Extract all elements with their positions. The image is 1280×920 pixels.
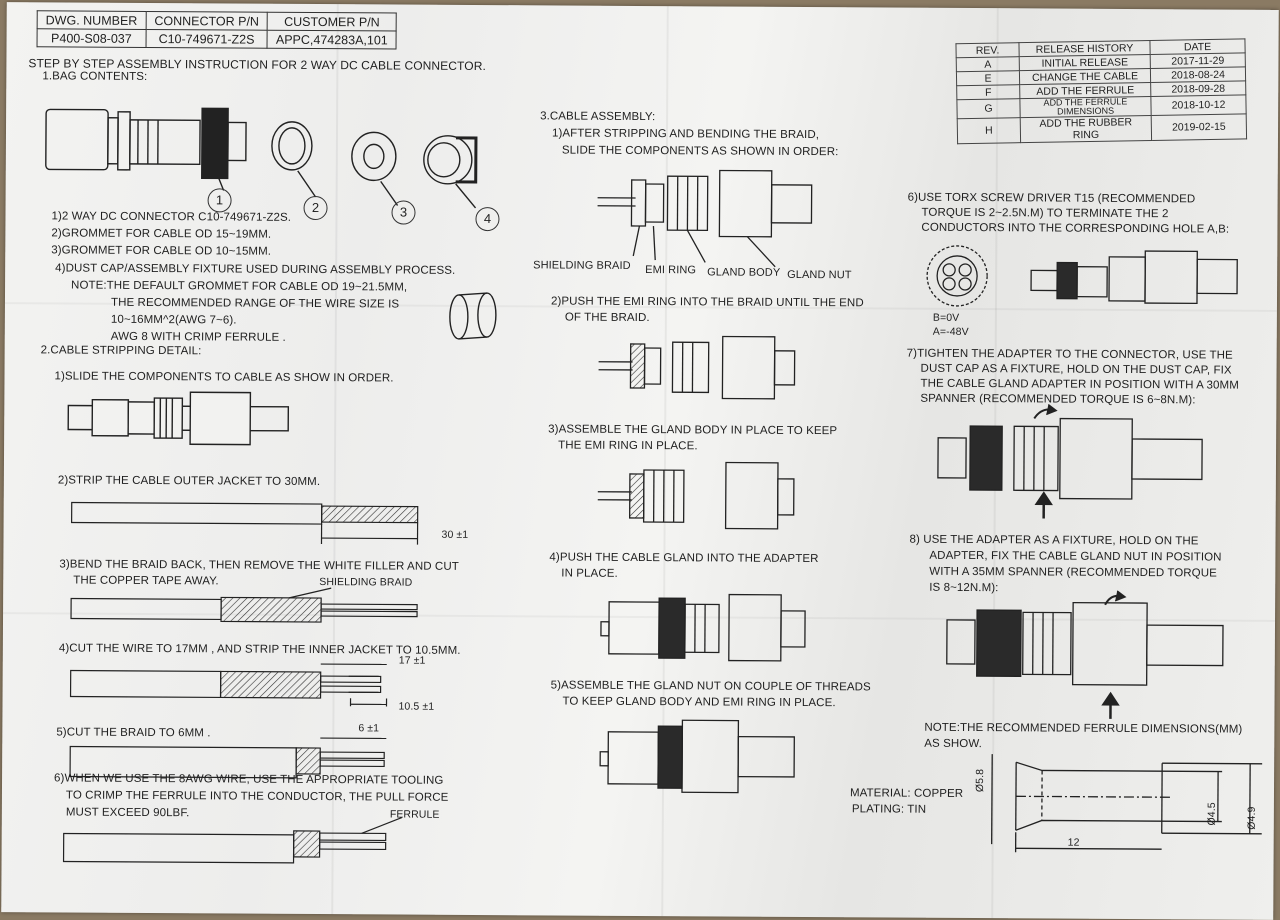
label-b-0v: B=0V [933, 312, 959, 324]
right-step-6b: TORQUE IS 2~2.5N.M) TO TERMINATE THE 2 [921, 207, 1168, 221]
label-gland-body: GLAND BODY [707, 266, 780, 278]
assembly-step-4a: 4)PUSH THE CABLE GLAND INTO THE ADAPTER [549, 551, 818, 565]
assembly-step3-illustration [596, 458, 796, 535]
header-label-dwg: DWG. NUMBER [37, 11, 146, 30]
label-shielding-braid: SHIELDING BRAID [533, 259, 631, 272]
strip-step4-illustration [68, 661, 408, 713]
assembly-step-3b: THE EMI RING IN PLACE. [558, 439, 698, 452]
assembly-step-1b: SLIDE THE COMPONENTS AS SHOWN IN ORDER: [562, 145, 839, 159]
strip-step-3a: 3)BEND THE BRAID BACK, THEN REMOVE THE W… [59, 558, 459, 572]
label-gland-nut: GLAND NUT [787, 269, 852, 281]
bag-item-1: 1)2 WAY DC CONNECTOR C10-749671-Z2S. [51, 210, 291, 223]
assembly-step4-illustration [599, 588, 809, 669]
assembly-step-4b: IN PLACE. [561, 568, 618, 580]
strip-step3-illustration [69, 591, 429, 633]
assembly-step1-illustration [595, 164, 815, 245]
bag-note-4: AWG 8 WITH CRIMP FERRULE . [111, 331, 286, 344]
part-number-1: 1 [208, 188, 232, 212]
default-grommet-illustration [447, 291, 507, 347]
bag-note-2: THE RECOMMENDED RANGE OF THE WIRE SIZE I… [111, 297, 399, 311]
drawing-header-table: DWG. NUMBER CONNECTOR P/N CUSTOMER P/N P… [37, 10, 397, 49]
header-label-connector: CONNECTOR P/N [146, 11, 268, 30]
right-step-8c: WITH A 35mm SPANNER (RECOMMENDED TORQUE [929, 566, 1217, 580]
part-number-4: 4 [475, 207, 499, 231]
assembly-heading: 3.CABLE ASSEMBLY: [540, 110, 655, 123]
strip-step1-illustration [64, 387, 304, 448]
header-label-customer: CUSTOMER P/N [267, 12, 396, 31]
terminal-illustration [925, 240, 1245, 322]
header-value-customer: APPC,474283A,101 [267, 30, 396, 49]
strip-step2-illustration [69, 497, 489, 550]
bag-note-3: 10~16MM^2(AWG 7~6). [111, 314, 237, 327]
plating-label: PLATING: TIN [852, 803, 926, 815]
ferrule-dimension-drawing [982, 748, 1273, 860]
shielding-braid-label: SHIELDING BRAID [319, 576, 412, 589]
rel-header-rev: REV. [956, 43, 1019, 58]
header-value-connector: C10-749671-Z2S [146, 29, 268, 48]
bag-heading: 1.BAG CONTENTS: [42, 70, 147, 83]
strip-heading: 2.CABLE STRIPPING DETAIL: [41, 344, 202, 357]
ferrule-note-b: AS SHOW. [924, 738, 982, 750]
ferrule-note-a: NOTE:THE RECOMMENDED FERRULE DIMENSIONS(… [924, 722, 1242, 736]
bag-item-4: 4)DUST CAP/ASSEMBLY FIXTURE USED DURING … [55, 262, 455, 276]
step7-illustration [934, 402, 1215, 524]
dimension-6: 6 ±1 [358, 722, 379, 734]
material-label: MATERIAL: COPPER [850, 787, 963, 800]
header-value-dwg: P400-S08-037 [37, 29, 146, 48]
right-step-7b: DUST CAP AS A FIXTURE, HOLD ON THE DUST … [921, 363, 1232, 377]
dim-49: Ø4.9 [1246, 807, 1258, 830]
strip-step-6a: 6)WHEN WE USE THE 8AWG WIRE, USE THE APP… [54, 772, 444, 786]
right-step-6a: 6)USE TORX SCREW DRIVER T15 (RECOMMENDED [908, 192, 1196, 206]
dim-58: Ø5.8 [974, 769, 986, 792]
assembly-step-2b: OF THE BRAID. [565, 312, 650, 325]
strip-step-6b: TO CRIMP THE FERRULE INTO THE CONDUCTOR,… [66, 789, 449, 803]
strip-step6-illustration [62, 817, 402, 865]
part-number-2: 2 [303, 196, 327, 220]
dimension-30: 30 ±1 [442, 529, 469, 541]
assembly-step-1a: 1)AFTER STRIPPING AND BENDING THE BRAID, [552, 127, 819, 141]
assembly-step2-illustration [596, 332, 796, 405]
bag-item-2: 2)GROMMET FOR CABLE OD 15~19MM. [51, 227, 271, 240]
bag-contents-illustration [35, 97, 516, 225]
bag-note-1: NOTE:THE DEFAULT GROMMET FOR CABLE OD 19… [71, 280, 407, 294]
strip-step-3b: THE COPPER TAPE AWAY. [73, 575, 219, 588]
assembly-step5-illustration [598, 714, 799, 799]
step8-illustration [940, 592, 1241, 724]
part-number-3: 3 [391, 200, 415, 224]
dim-45: Ø4.5 [1206, 802, 1218, 825]
right-step-8b: ADAPTER, FIX THE CABLE GLAND NUT IN POSI… [929, 550, 1221, 564]
assembly-step-5b: TO KEEP GLAND BODY AND EMI RING IN PLACE… [562, 696, 835, 710]
bag-item-3: 3)GROMMET FOR CABLE OD 10~15MM. [51, 244, 271, 257]
assembly-step-2a: 2)PUSH THE EMI RING INTO THE BRAID UNTIL… [551, 295, 864, 309]
right-step-7c: THE CABLE GLAND ADAPTER IN POSITION WITH… [920, 378, 1239, 392]
dimension-10-5: 10.5 ±1 [398, 701, 434, 713]
assembly-step-3a: 3)ASSEMBLE THE GLAND BODY IN PLACE TO KE… [548, 423, 837, 437]
label-a-48v: A=-48V [933, 326, 969, 338]
assembly-step-5a: 5)ASSEMBLE THE GLAND NUT ON COUPLE OF TH… [551, 679, 871, 693]
right-step-8a: 8) USE THE ADAPTER AS A FIXTURE, HOLD ON… [909, 534, 1198, 548]
strip-step-1: 1)SLIDE THE COMPONENTS TO CABLE AS SHOW … [54, 370, 393, 384]
label-emi-ring: EMI RING [645, 264, 696, 276]
right-step-7a: 7)TIGHTEN THE ADAPTER TO THE CONNECTOR, … [907, 348, 1233, 362]
right-step-6c: CONDUCTORS INTO THE CORRESPONDING HOLE A… [921, 222, 1229, 236]
dim-12: 12 [1068, 837, 1080, 849]
strip-step-2: 2)STRIP THE CABLE OUTER JACKET TO 30mm. [58, 474, 320, 488]
